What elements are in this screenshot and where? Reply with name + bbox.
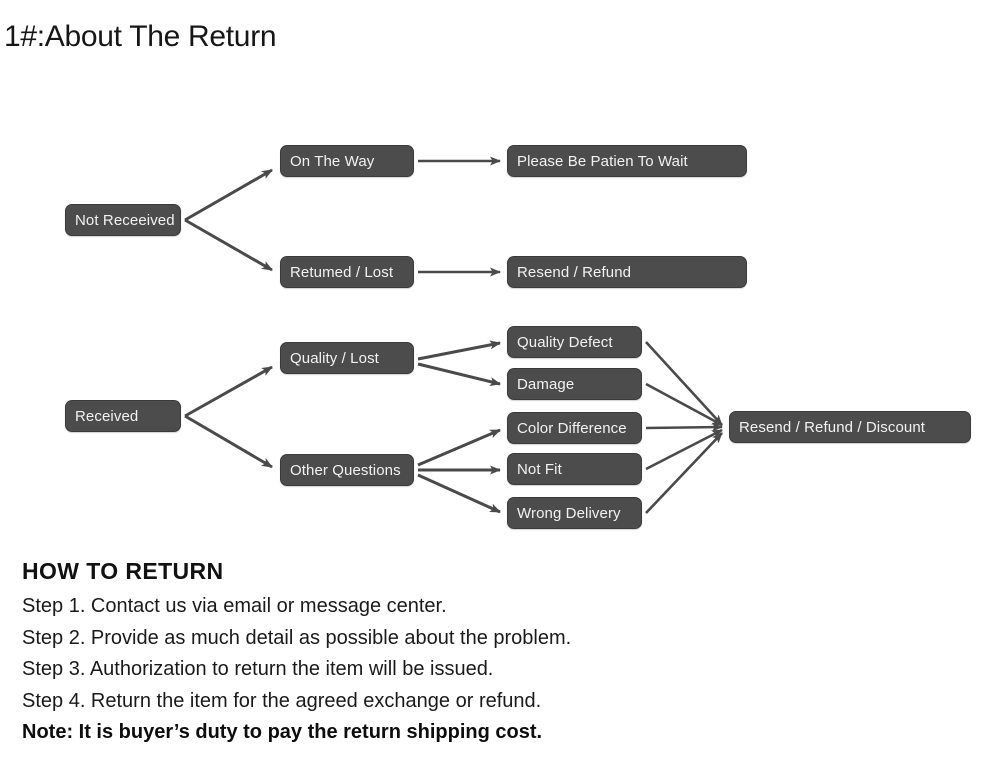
connector-wrong-delivery-to-outcome [645, 432, 723, 514]
page-title: 1#:About The Return [4, 20, 277, 53]
node-other-questions[interactable]: Other Questions [280, 454, 414, 486]
node-resend-refund[interactable]: Resend / Refund [507, 256, 747, 288]
node-resend-refund-discount[interactable]: Resend / Refund / Discount [729, 411, 971, 443]
node-not-fit[interactable]: Not Fit [507, 453, 642, 485]
node-returned-lost[interactable]: Retumed / Lost [280, 256, 414, 288]
connector-not-received-to-returned-lost [184, 218, 273, 272]
step-line-2: Step 2. Provide as much detail as possib… [22, 626, 572, 649]
connector-damage-to-outcome [645, 382, 723, 427]
connector-received-to-other-questions [184, 414, 273, 469]
return-shipping-note: Note: It is buyer’s duty to pay the retu… [22, 721, 543, 743]
connector-other-questions-to-color-difference [417, 428, 501, 467]
flowchart-connectors [184, 156, 723, 514]
step-line-4: Step 4. Return the item for the agreed e… [22, 689, 542, 712]
connector-quality-lost-to-quality-defect [417, 340, 501, 361]
node-on-the-way[interactable]: On The Way [280, 145, 414, 177]
step-line-3: Step 3. Authorization to return the item… [22, 658, 494, 680]
how-to-return-section: HOW TO RETURN Step 1. Contact us via ema… [22, 558, 962, 749]
node-damage[interactable]: Damage [507, 368, 642, 400]
connector-not-fit-to-outcome [645, 428, 723, 471]
node-quality-lost[interactable]: Quality / Lost [280, 342, 414, 374]
node-quality-defect[interactable]: Quality Defect [507, 326, 642, 358]
how-to-return-heading: HOW TO RETURN [22, 558, 224, 584]
connector-other-questions-to-wrong-delivery [417, 473, 501, 514]
connector-quality-lost-to-damage [417, 362, 501, 387]
connector-color-difference-to-outcome [645, 422, 723, 432]
return-flowchart: Not Receeived On The Way Please Be Patie… [0, 120, 1000, 550]
connector-not-received-to-on-the-way [184, 168, 273, 222]
connector-quality-defect-to-outcome [645, 341, 723, 426]
node-received[interactable]: Received [65, 400, 181, 432]
node-not-received[interactable]: Not Receeived [65, 204, 181, 236]
node-color-difference[interactable]: Color Difference [507, 412, 642, 444]
connector-received-to-quality-lost [184, 365, 273, 418]
step-line-1: Step 1. Contact us via email or message … [22, 595, 447, 617]
node-wrong-delivery[interactable]: Wrong Delivery [507, 497, 642, 529]
node-please-be-patient-to-wait[interactable]: Please Be Patien To Wait [507, 145, 747, 177]
